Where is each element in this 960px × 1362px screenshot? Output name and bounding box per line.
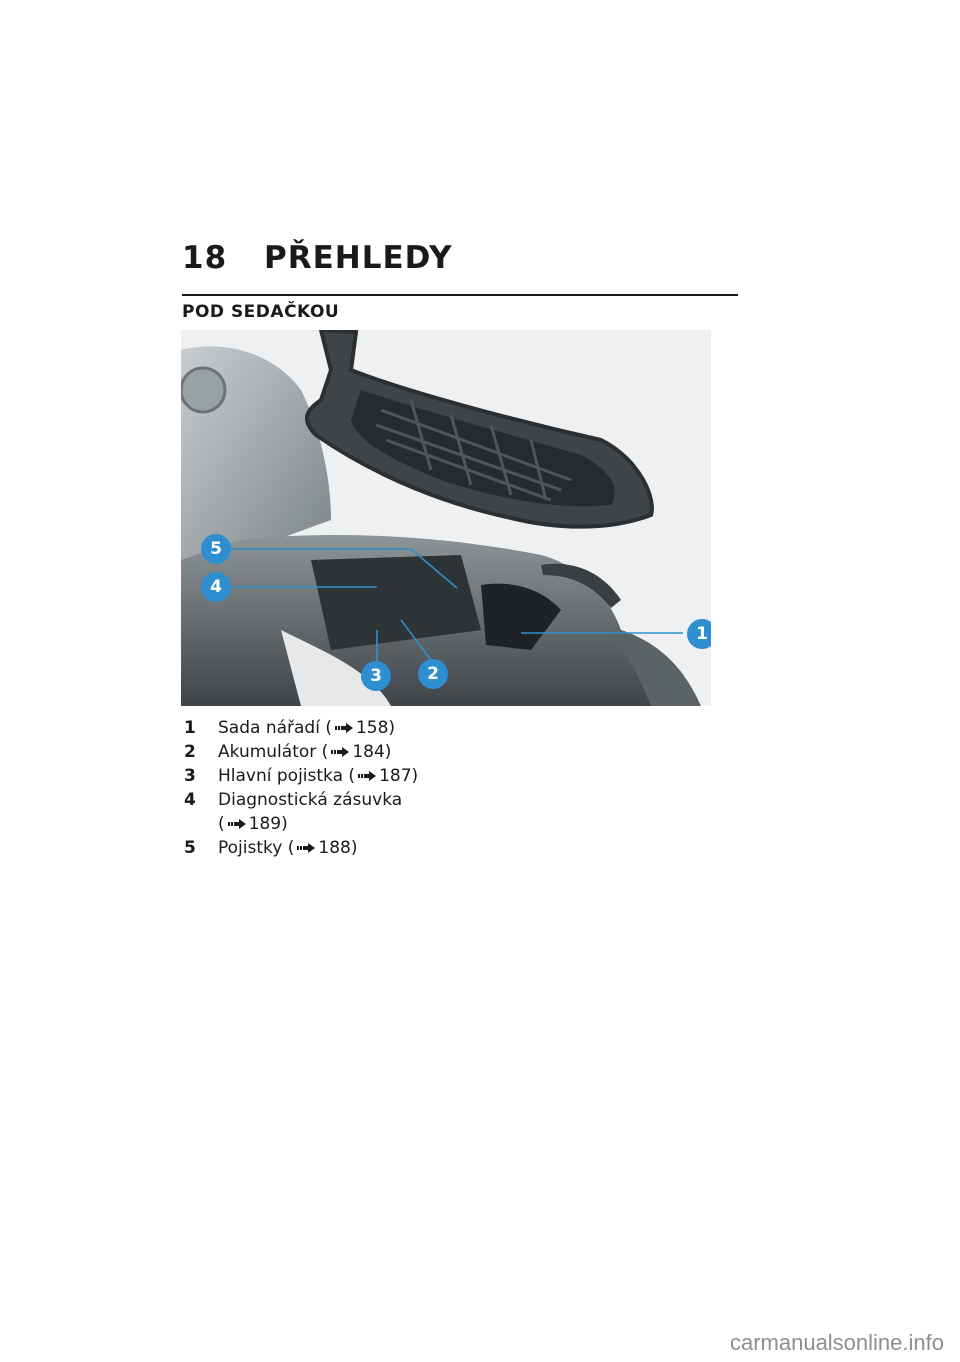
page-ref-arrow-icon	[334, 723, 353, 733]
page-reference-link[interactable]: (184)	[322, 742, 392, 762]
callout-1: 1	[687, 619, 711, 649]
legend-label: Akumulátor	[218, 742, 317, 762]
legend-label: Diagnostická zásuvka	[218, 790, 403, 810]
page-ref: 158)	[355, 718, 396, 738]
page-ref-arrow-icon	[331, 747, 350, 757]
callout-2: 2	[418, 659, 448, 689]
under-seat-figure: 1 2 3 4 5	[181, 330, 711, 706]
legend-number: 1	[184, 718, 196, 738]
legend-label: Sada nářadí	[218, 718, 320, 738]
callout-5: 5	[201, 534, 231, 564]
page-reference-link[interactable]: (188)	[288, 838, 358, 858]
legend-item: 1 Sada nářadí (158)	[184, 716, 484, 740]
header-rule	[182, 294, 738, 296]
page-reference-link[interactable]: (189)	[218, 814, 288, 834]
legend-label: Hlavní pojistka	[218, 766, 344, 786]
page-ref-arrow-icon	[297, 843, 316, 853]
page-reference-link[interactable]: (158)	[325, 718, 395, 738]
page-ref: 187)	[379, 766, 419, 786]
chapter-title: PŘEHLEDY	[264, 240, 453, 276]
legend-item: 2 Akumulátor (184)	[184, 740, 484, 764]
legend-item: 5 Pojistky (188)	[184, 836, 484, 860]
page-number: 18	[182, 240, 228, 276]
ref-open-paren: (	[287, 838, 295, 858]
legend-number: 4	[184, 790, 196, 810]
legend-item: 3 Hlavní pojistka (187)	[184, 764, 484, 788]
page-reference-link[interactable]: (187)	[348, 766, 418, 786]
ref-open-paren: (	[321, 742, 329, 762]
ref-open-paren: (	[348, 766, 356, 786]
section-title: POD SEDAČKOU	[182, 302, 340, 322]
figure-legend: 1 Sada nářadí (158) 2 Akumulátor (184) 3…	[184, 716, 484, 860]
page-ref: 184)	[352, 742, 392, 762]
ref-open-paren: (	[325, 718, 332, 738]
callout-3: 3	[361, 661, 391, 691]
page-ref: 189)	[248, 814, 288, 834]
watermark: carmanualsonline.info	[729, 1330, 944, 1355]
legend-number: 3	[184, 766, 196, 786]
page-ref-arrow-icon	[227, 819, 246, 829]
legend-number: 2	[184, 742, 196, 762]
callout-4: 4	[201, 572, 231, 602]
page-ref: 188)	[318, 838, 358, 858]
ref-open-paren: (	[218, 814, 225, 834]
legend-item-continuation: (189)	[184, 812, 484, 836]
legend-number: 5	[184, 838, 196, 858]
page-ref-arrow-icon	[358, 771, 377, 781]
legend-label: Pojistky	[218, 838, 283, 858]
legend-item: 4 Diagnostická zásuvka	[184, 788, 484, 812]
